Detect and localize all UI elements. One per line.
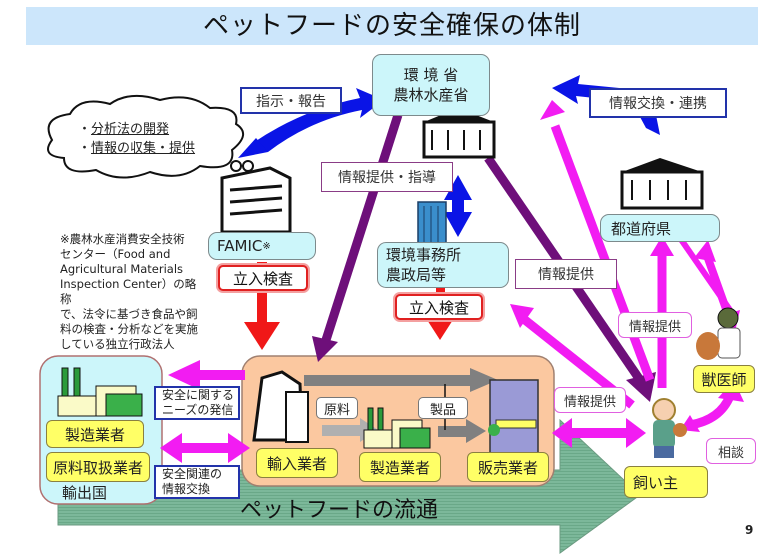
page-number: 9 (745, 523, 754, 537)
famic-box[interactable]: FAMIC※ (208, 232, 316, 260)
magenta-arrows (160, 100, 744, 463)
factory-icon-domestic (363, 407, 431, 449)
actor-owner[interactable]: 飼い主 (624, 466, 708, 498)
label-info-provide: 情報提供 (554, 387, 626, 413)
famic-building-icon (220, 160, 292, 234)
cloud-item: ・情報の収集・提供 (78, 141, 196, 156)
cloud-shape (47, 94, 244, 179)
regional-office-line2: 農政局等 (386, 266, 447, 284)
label-safety-needs: 安全に関する ニーズの発信 (154, 386, 240, 420)
prefecture-label: 都道府県 (611, 219, 672, 238)
prefecture-box[interactable]: 都道府県 (600, 214, 720, 242)
label-instruction-report: 指示・報告 (240, 87, 342, 114)
cloud-text: ・分析法の開発 ・情報の収集・提供 (78, 120, 228, 158)
actor-export-manufacturer[interactable]: 製造業者 (46, 420, 144, 448)
actor-vet[interactable]: 獣医師 (693, 365, 755, 393)
shop-icon (488, 379, 539, 457)
label-consultation: 相談 (706, 438, 756, 464)
famic-mark: ※ (262, 240, 271, 252)
label-info-provide: 情報提供 (618, 312, 692, 338)
regional-office-line1: 環境事務所 (386, 246, 462, 264)
famic-label: FAMIC (217, 237, 263, 255)
actor-importer[interactable]: 輸入業者 (256, 448, 338, 478)
prefecture-building-icon (620, 158, 704, 210)
label-info-exchange-cooperation: 情報交換・連携 (589, 88, 727, 118)
title-bar (26, 7, 758, 45)
label-safety-exchange: 安全関連の 情報交換 (154, 465, 240, 499)
flow-label: ペットフードの流通 (240, 498, 439, 523)
vet-with-dog-icon (696, 307, 741, 360)
actor-raw-material-handler[interactable]: 原料取扱業者 (46, 452, 150, 482)
cloud-item: ・分析法の開発 (78, 122, 170, 137)
label-raw-material: 原料 (316, 397, 358, 419)
ministry-building-icon (422, 108, 496, 159)
label-inspection: 立入検査 (395, 294, 483, 320)
factory-icon-export (57, 367, 143, 417)
ministry-line2: 農林水産省 (393, 86, 469, 104)
actor-manufacturer[interactable]: 製造業者 (359, 452, 441, 482)
famic-footnote: ※農林水産消費安全技術 センター（Food and Agricultural M… (60, 232, 198, 351)
label-inspection: 立入検査 (218, 265, 308, 291)
owner-with-cat-icon (652, 398, 687, 458)
ministry-box[interactable]: 環 境 省 農林水産省 (372, 54, 490, 116)
importer-building-icon (252, 370, 309, 443)
label-info-provide: 情報提供 (515, 259, 617, 289)
exporting-country-label: 輸出国 (62, 484, 108, 502)
regional-office-box[interactable]: 環境事務所 農政局等 (377, 242, 509, 288)
label-info-provide-guidance: 情報提供・指導 (321, 162, 453, 192)
ministry-line1: 環 境 省 (403, 66, 459, 84)
page-title: ペットフードの安全確保の体制 (202, 11, 581, 41)
actor-retailer[interactable]: 販売業者 (467, 452, 549, 482)
regional-office-building-icon (417, 201, 447, 247)
label-product: 製品 (418, 397, 468, 419)
